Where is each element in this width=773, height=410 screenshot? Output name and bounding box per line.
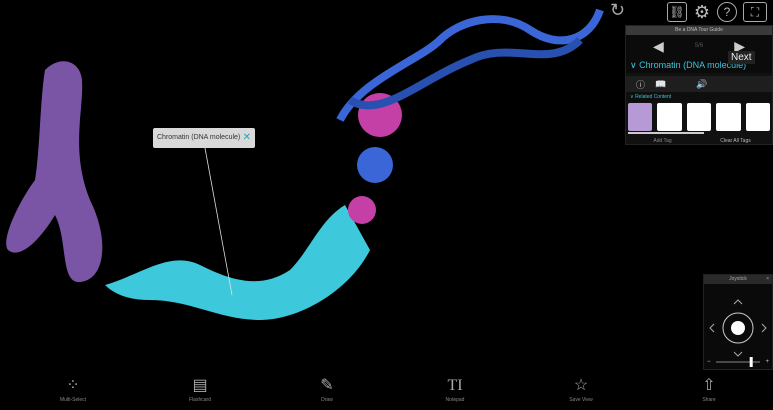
tour-title: Be a DNA Tour Guide (626, 26, 772, 35)
multi-select-button[interactable]: ⁘Multi-Select (43, 375, 103, 403)
related-content-header[interactable]: ∨ Related Content (626, 92, 772, 102)
help-icon[interactable]: ? (717, 2, 737, 22)
chevron-down-icon: ∨ (630, 60, 640, 70)
related-thumb-chromosome[interactable] (628, 103, 653, 131)
nucleosomes[interactable] (348, 93, 402, 224)
chevron-down-icon: ∨ (630, 94, 636, 100)
close-icon[interactable]: ✕ (242, 132, 251, 143)
star-icon: ☆ (573, 377, 589, 394)
related-thumb-nucleosome[interactable] (686, 103, 712, 131)
chromatin-label[interactable]: Chromatin (DNA molecule)✕ (153, 128, 255, 148)
next-button[interactable]: ▶ (734, 37, 745, 54)
notepad-icon: TI (447, 377, 463, 394)
related-thumb-coil[interactable] (716, 103, 741, 131)
info-icon[interactable]: ⓘ (636, 79, 646, 90)
zoom-out-icon[interactable]: − (707, 359, 711, 365)
multi-select-icon: ⁘ (66, 377, 80, 394)
related-thumb-dna-replication[interactable] (657, 103, 682, 131)
label-leader-line (204, 147, 233, 296)
page-indicator: 5/6 (694, 43, 704, 49)
next-tooltip: Next (728, 51, 755, 64)
share-icon: ⇧ (702, 377, 716, 394)
flashcard-button[interactable]: ▤Flashcard (170, 375, 230, 403)
tag-link-icon[interactable]: ⛓ (667, 2, 687, 22)
close-icon[interactable]: × (766, 276, 769, 282)
flashcard-icon: ▤ (192, 377, 208, 394)
scrollbar[interactable] (628, 132, 704, 134)
fullscreen-icon[interactable]: ⛶ (743, 2, 767, 22)
draw-button[interactable]: ✎Draw (297, 375, 357, 403)
undo-button[interactable]: ↻ (610, 0, 626, 20)
book-icon[interactable]: 📖 (655, 78, 667, 89)
related-thumb-fiber[interactable] (745, 103, 771, 131)
share-button[interactable]: ⇧Share (679, 375, 739, 403)
pencil-icon: ✎ (320, 377, 334, 394)
gear-icon[interactable]: ⚙ (693, 1, 711, 22)
clear-all-tags-button[interactable]: Clear All Tags (720, 138, 751, 144)
chromosome[interactable] (6, 61, 103, 283)
add-tag-button[interactable]: Add Tag (653, 138, 672, 144)
joystick-knob (731, 321, 745, 335)
tour-guide-panel: Be a DNA Tour Guide ◀ 5/6 ▶ ∨ Chromatin … (625, 25, 773, 145)
joystick-panel: Joystick × − + (703, 274, 773, 370)
previous-button[interactable]: ◀ (653, 37, 664, 54)
joystick-control[interactable] (704, 284, 773, 370)
save-view-button[interactable]: ☆Save View (551, 375, 611, 403)
dna-double-helix[interactable] (336, 8, 604, 122)
chromatin-fiber[interactable] (105, 205, 370, 320)
speaker-icon[interactable]: 🔊 (696, 78, 708, 89)
zoom-slider-handle[interactable] (749, 357, 753, 367)
zoom-in-icon[interactable]: + (765, 359, 769, 365)
joystick-title: Joystick (729, 276, 747, 282)
